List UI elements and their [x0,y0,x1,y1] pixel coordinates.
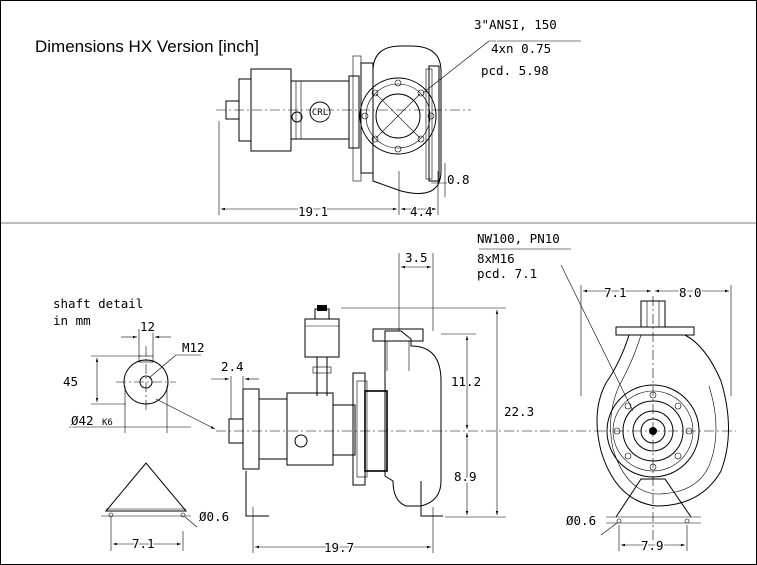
logo-icon [309,101,331,123]
front-dim-left: 7.1 [604,285,627,300]
top-dim-foot: 0.8 [447,172,470,187]
shaft-dim-tolerance: K6 [102,418,113,428]
top-dim-length: 19.1 [298,204,328,219]
side-dim-shaft-end: 2.4 [221,359,244,374]
side-view [211,253,596,553]
side-dim-length: 19.7 [324,540,354,555]
front-dim-right: 8.0 [679,285,702,300]
side-dim-shaft-height: 8.9 [454,469,477,484]
front-dim-hole: Ø0.6 [566,513,596,528]
shaft-dim-diameter: Ø42 [71,413,94,428]
shaft-dim-hole: Ø0.6 [199,509,229,524]
top-bolt-label: 4xn 0.75 [491,41,551,56]
top-pcd-label: pcd. 5.98 [481,63,549,78]
shaft-detail-label-1: shaft detail [53,296,143,311]
front-bolt-label: 8xM16 [477,251,515,266]
shaft-dim-key: 12 [140,319,155,334]
shaft-dim-thread: M12 [182,340,205,355]
logo-text: CRL [312,108,328,118]
front-flange-label: NW100, PN10 [477,231,560,246]
shaft-dim-height: 45 [63,374,78,389]
top-dim-offset: 4.4 [410,204,433,219]
front-dim-base: 7.9 [641,538,664,553]
side-dim-top: 3.5 [405,250,428,265]
front-pcd-label: pcd. 7.1 [477,266,537,281]
shaft-detail-label-2: in mm [53,313,91,328]
side-dim-total-height: 22.3 [504,404,534,419]
front-view [479,248,736,551]
side-dim-flange-height: 11.2 [451,374,481,389]
top-flange-label: 3"ANSI, 150 [474,17,557,32]
shaft-detail-view [69,329,216,551]
top-view: CRL [216,40,581,215]
page-title: Dimensions HX Version [inch] [35,37,259,56]
shaft-dim-base: 7.1 [132,536,155,551]
